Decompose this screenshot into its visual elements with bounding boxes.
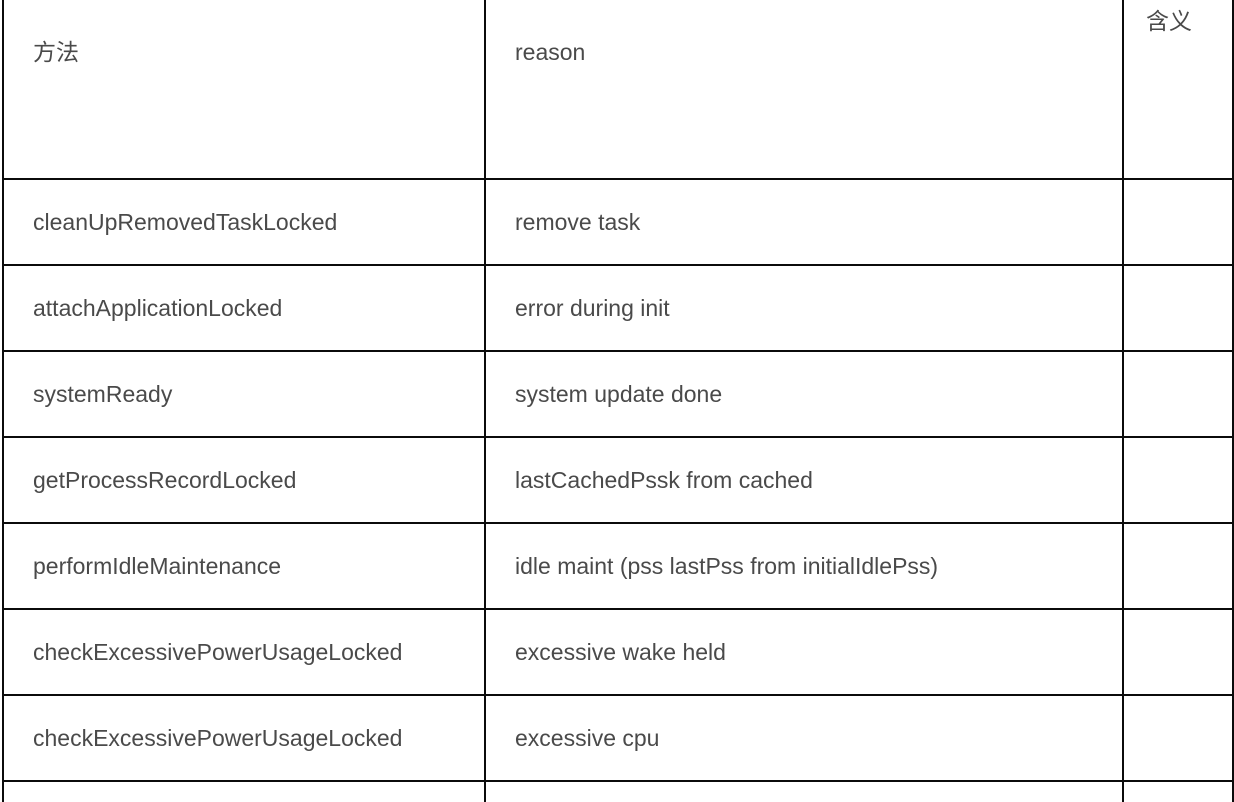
cell-reason: idle maint (pss lastPss from initialIdle…	[484, 522, 1124, 610]
cell-meaning	[1122, 694, 1234, 782]
cell-reason: excessive wake held	[484, 608, 1124, 696]
table-row: checkExcessivePowerUsageLocked excessive…	[2, 608, 1234, 696]
cell-method: attachApplicationLocked	[2, 264, 486, 352]
table-row: checkExcessivePowerUsageLocked excessive…	[2, 694, 1234, 782]
column-header-reason: reason	[484, 0, 1124, 180]
table-row: getProcessRecordLocked lastCachedPssk fr…	[2, 436, 1234, 524]
column-header-method: 方法	[2, 0, 486, 180]
cell-reason: remove task	[484, 178, 1124, 266]
table-header-row: 方法 reason 含义	[2, 0, 1234, 180]
cell-meaning	[1122, 178, 1234, 266]
table-row: cleanUpRemovedTaskLocked remove task	[2, 178, 1234, 266]
cell-method: scheduleCrash	[2, 780, 486, 802]
cell-reason: lastCachedPssk from cached	[484, 436, 1124, 524]
table-row: systemReady system update done	[2, 350, 1234, 438]
cell-meaning	[1122, 522, 1234, 610]
column-header-meaning: 含义	[1122, 0, 1234, 180]
table-row: scheduleCrash scheduleCrash for message …	[2, 780, 1234, 802]
table-row: attachApplicationLocked error during ini…	[2, 264, 1234, 352]
cell-method: checkExcessivePowerUsageLocked	[2, 694, 486, 782]
cell-meaning	[1122, 780, 1234, 802]
table-header: 方法 reason 含义	[2, 0, 1234, 180]
table-body: cleanUpRemovedTaskLocked remove task att…	[2, 178, 1234, 802]
cell-reason: system update done	[484, 350, 1124, 438]
cell-method: systemReady	[2, 350, 486, 438]
cell-reason: error during init	[484, 264, 1124, 352]
cell-meaning	[1122, 350, 1234, 438]
cell-meaning	[1122, 436, 1234, 524]
cell-method: cleanUpRemovedTaskLocked	[2, 178, 486, 266]
cell-reason: scheduleCrash for message failed	[484, 780, 1124, 802]
cell-meaning	[1122, 264, 1234, 352]
cell-method: checkExcessivePowerUsageLocked	[2, 608, 486, 696]
table-row: performIdleMaintenance idle maint (pss l…	[2, 522, 1234, 610]
cell-reason: excessive cpu	[484, 694, 1124, 782]
cell-meaning	[1122, 608, 1234, 696]
cell-method: performIdleMaintenance	[2, 522, 486, 610]
cell-method: getProcessRecordLocked	[2, 436, 486, 524]
